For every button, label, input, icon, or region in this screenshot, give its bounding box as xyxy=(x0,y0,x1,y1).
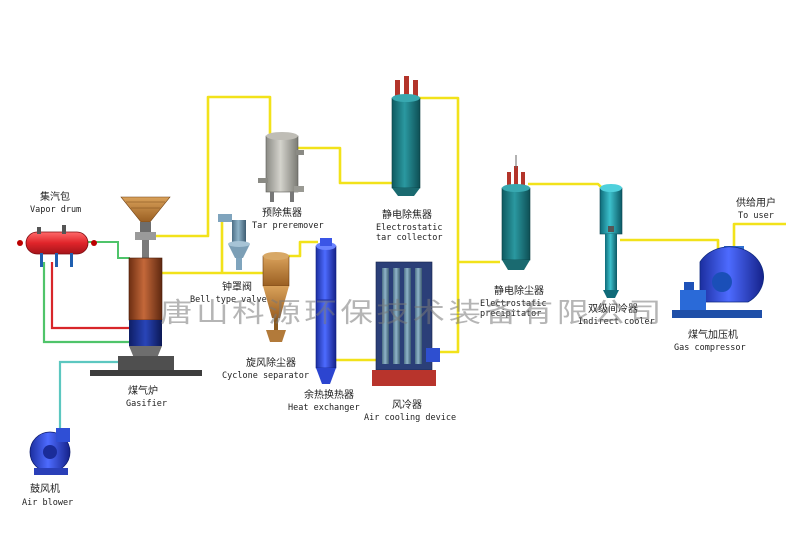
indirect-cooler-label-zh: 双级间冷器 xyxy=(588,302,638,315)
bell-valve xyxy=(218,214,250,270)
bell-valve-label-en: Bell type valve xyxy=(190,295,267,305)
bell-valve-label-zh: 钟罩阀 xyxy=(222,280,252,293)
tar-collector-label-en2: tar collector xyxy=(376,233,443,243)
pipe-tar-collector-to-precipitator xyxy=(413,96,460,354)
cyclone-separator xyxy=(262,252,290,342)
gasifier-label-zh: 煤气炉 xyxy=(128,384,158,397)
company-watermark: 唐山科源环保技术装备有限公司 xyxy=(160,298,665,329)
vapor-drum-label-zh: 集汽包 xyxy=(40,190,70,203)
pipe-cyclone-to-exchanger xyxy=(287,240,318,258)
drum-to-gasifier-pipe xyxy=(84,241,130,259)
water-pipe xyxy=(50,262,130,330)
air-blower-label-zh: 鼓风机 xyxy=(30,482,60,495)
tar-preremover-label-zh: 预除焦器 xyxy=(262,206,302,219)
air-pipe xyxy=(58,360,130,430)
steam-pipe xyxy=(42,262,130,344)
precipitator-label-en2: precipitator xyxy=(480,309,541,319)
electrostatic-tar-collector xyxy=(391,76,421,196)
to-user-label-en: To user xyxy=(738,211,774,221)
precipitator-label-en1: Electrostatic xyxy=(480,299,547,309)
tar-preremover xyxy=(258,132,304,202)
air-cooling-device xyxy=(372,261,440,386)
gas-compressor xyxy=(672,246,764,318)
pipe-precipitator-to-cooler xyxy=(528,182,609,195)
pipe-to-user xyxy=(732,222,786,248)
tar-collector-label-zh: 静电除焦器 xyxy=(382,208,432,221)
electrostatic-precipitator xyxy=(501,155,531,270)
indirect-cooler-label-en: Indirect cooler xyxy=(578,317,655,327)
tar-preremover-label-en: Tar preremover xyxy=(252,221,324,231)
gasifier-label-en: Gasifier xyxy=(126,399,167,409)
cyclone-label-zh: 旋风除尘器 xyxy=(246,356,296,369)
heat-exchanger xyxy=(315,238,337,384)
to-user-label-zh: 供给用户 xyxy=(736,196,776,209)
air-blower xyxy=(29,428,71,475)
air-cooling-label-en: Air cooling device xyxy=(364,413,456,423)
tar-collector-label-en1: Electrostatic xyxy=(376,223,443,233)
indirect-cooler xyxy=(599,184,623,298)
heat-exchanger-label-zh: 余热换热器 xyxy=(304,388,354,401)
vapor-drum xyxy=(17,225,97,267)
gas-compressor-label-zh: 煤气加压机 xyxy=(688,328,738,341)
gas-compressor-label-en: Gas compressor xyxy=(674,343,746,353)
vapor-drum-label-en: Vapor drum xyxy=(30,205,81,215)
air-cooling-label-zh: 风冷器 xyxy=(392,398,422,411)
gasifier xyxy=(90,196,202,376)
pipe-gasifier-to-preremover xyxy=(150,95,272,238)
air-blower-label-en: Air blower xyxy=(22,498,73,508)
pipe-preremover-to-tar-collector xyxy=(296,146,392,185)
heat-exchanger-label-en: Heat exchanger xyxy=(288,403,360,413)
cyclone-label-en: Cyclone separator xyxy=(222,371,309,381)
precipitator-label-zh: 静电除尘器 xyxy=(494,284,544,297)
